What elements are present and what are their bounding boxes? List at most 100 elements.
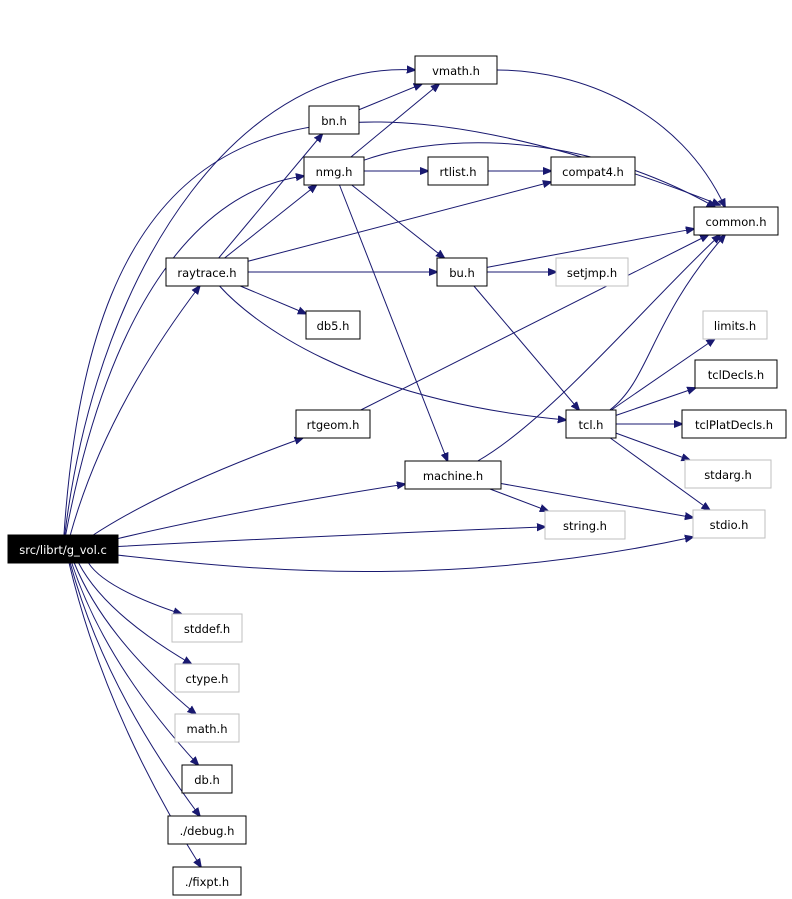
node-label-tcl: tcl.h <box>579 418 604 432</box>
edge-tcl-to-stdarg <box>615 432 690 460</box>
node-label-rtgeom: rtgeom.h <box>307 418 360 432</box>
node-label-raytrace: raytrace.h <box>177 266 236 280</box>
node-box-debug <box>167 815 247 845</box>
node-box-machine <box>404 460 502 490</box>
edge-raytrace-to-compat4 <box>247 182 551 262</box>
edge-root-to-debug <box>69 562 200 816</box>
edge-bu-to-tcl <box>473 285 579 410</box>
node-bu[interactable]: bu.h <box>436 257 488 287</box>
node-label-common: common.h <box>705 215 766 229</box>
node-label-stddef: stddef.h <box>184 622 230 636</box>
edge-root-to-stdio <box>117 537 693 573</box>
node-tclPlatDecls[interactable]: tclPlatDecls.h <box>681 409 787 439</box>
edge-tcl-to-limits <box>611 339 714 411</box>
edge-raytrace-to-db5 <box>240 285 306 314</box>
node-rtlist[interactable]: rtlist.h <box>427 156 489 186</box>
edge-root-to-math <box>73 562 195 714</box>
node-label-bn: bn.h <box>321 114 347 128</box>
node-label-stdarg: stdarg.h <box>704 468 752 482</box>
node-debug[interactable]: ./debug.h <box>167 815 247 845</box>
node-raytrace[interactable]: raytrace.h <box>165 257 249 287</box>
node-label-tclDecls: tclDecls.h <box>708 368 764 382</box>
edge-root-to-string <box>117 527 545 547</box>
node-label-rtlist: rtlist.h <box>439 165 476 179</box>
node-box-db5 <box>305 310 361 340</box>
node-label-debug: ./debug.h <box>180 824 235 838</box>
node-label-limits: limits.h <box>714 319 756 333</box>
node-tclDecls[interactable]: tclDecls.h <box>694 359 778 389</box>
node-label-math: math.h <box>187 722 228 736</box>
node-string: string.h <box>544 510 626 540</box>
edge-root-to-common <box>63 121 720 536</box>
node-box-stdio <box>692 509 766 539</box>
node-tcl[interactable]: tcl.h <box>565 409 617 439</box>
edge-nmg-to-common <box>363 142 715 207</box>
node-rtgeom[interactable]: rtgeom.h <box>295 409 371 439</box>
node-box-tclDecls <box>694 359 778 389</box>
edge-root-to-nmg <box>65 176 304 536</box>
node-box-fixpt <box>172 866 242 896</box>
node-box-rtlist <box>427 156 489 186</box>
node-label-string: string.h <box>563 519 607 533</box>
edge-raytrace-to-nmg <box>224 185 317 259</box>
edge-machine-to-stdio <box>500 483 693 518</box>
edge-tcl-to-tclDecls <box>615 388 695 416</box>
edge-bn-to-vmath <box>358 84 422 111</box>
edge-raytrace-to-bn <box>218 134 323 259</box>
node-box-setjmp <box>555 257 629 287</box>
node-fixpt[interactable]: ./fixpt.h <box>172 866 242 896</box>
node-box-bu <box>436 257 488 287</box>
node-label-ctype: ctype.h <box>186 672 229 686</box>
node-label-db: db.h <box>194 773 220 787</box>
node-box-bn <box>308 105 360 135</box>
node-box-string <box>544 510 626 540</box>
node-label-tclPlatDecls: tclPlatDecls.h <box>695 418 773 432</box>
node-box-stddef <box>171 613 243 643</box>
node-box-math <box>174 713 240 743</box>
node-stdio: stdio.h <box>692 509 766 539</box>
node-bn[interactable]: bn.h <box>308 105 360 135</box>
node-box-tclPlatDecls <box>681 409 787 439</box>
node-vmath[interactable]: vmath.h <box>414 55 498 85</box>
node-label-compat4: compat4.h <box>562 165 624 179</box>
node-box-tcl <box>565 409 617 439</box>
node-box-compat4 <box>550 156 636 186</box>
node-setjmp: setjmp.h <box>555 257 629 287</box>
node-stdarg: stdarg.h <box>684 459 772 489</box>
edge-root-to-raytrace <box>69 286 199 536</box>
node-db5[interactable]: db5.h <box>305 310 361 340</box>
edge-machine-to-common <box>477 235 720 462</box>
node-box-stdarg <box>684 459 772 489</box>
node-limits: limits.h <box>702 310 768 340</box>
node-db[interactable]: db.h <box>181 764 233 794</box>
node-box-db <box>181 764 233 794</box>
edge-rtgeom-to-common <box>360 235 708 411</box>
node-label-stdio: stdio.h <box>710 518 749 532</box>
node-label-vmath: vmath.h <box>432 64 480 78</box>
node-root[interactable]: src/librt/g_vol.c <box>7 534 119 564</box>
node-ctype: ctype.h <box>174 663 240 693</box>
edge-nmg-to-vmath <box>350 84 439 158</box>
edge-bu-to-common <box>486 229 694 268</box>
node-box-limits <box>702 310 768 340</box>
node-box-rtgeom <box>295 409 371 439</box>
edges-layer <box>63 69 725 867</box>
edge-root-to-stddef <box>88 562 182 614</box>
node-label-nmg: nmg.h <box>316 165 353 179</box>
node-common[interactable]: common.h <box>693 206 779 236</box>
node-compat4[interactable]: compat4.h <box>550 156 636 186</box>
node-box-ctype <box>174 663 240 693</box>
nodes-layer: src/librt/g_vol.c vmath.h bn.h nmg.h rtlist.… <box>7 55 787 896</box>
node-box-root <box>7 534 119 564</box>
edge-raytrace-to-tcl <box>219 285 566 420</box>
edge-tcl-to-common <box>609 235 725 411</box>
edge-root-to-vmath <box>64 70 415 536</box>
node-nmg[interactable]: nmg.h <box>303 156 365 186</box>
node-machine[interactable]: machine.h <box>404 460 502 490</box>
node-stddef: stddef.h <box>171 613 243 643</box>
edge-vmath-to-common <box>496 69 725 207</box>
node-label-machine: machine.h <box>423 469 483 483</box>
node-label-fixpt: ./fixpt.h <box>185 875 229 889</box>
edge-nmg-to-machine <box>339 184 447 461</box>
